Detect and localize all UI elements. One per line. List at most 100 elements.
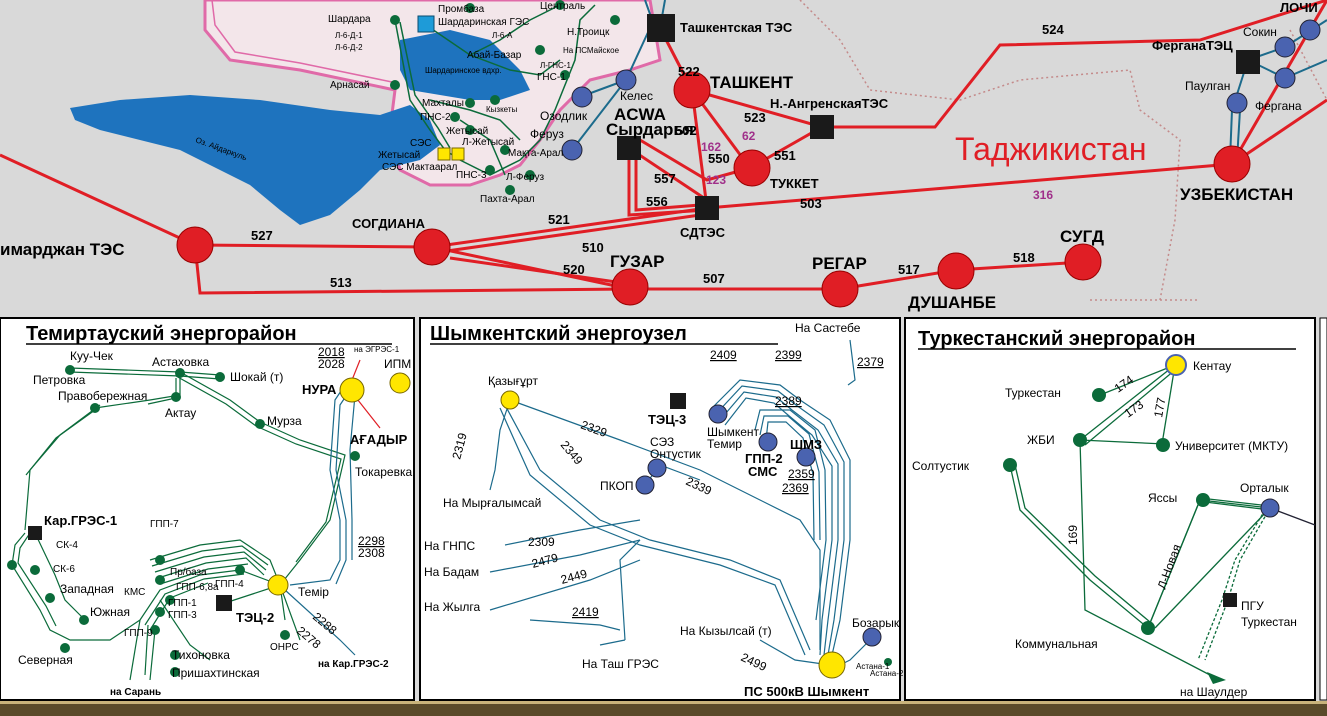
p2-ses-ont2: Онтустик	[650, 447, 702, 461]
station-kelec	[615, 69, 637, 91]
p2-2359: 2359	[788, 467, 815, 481]
p2-2419: 2419	[572, 605, 599, 619]
station-shymkent-temir	[708, 404, 728, 424]
station-nura	[339, 377, 365, 403]
station-kommun	[1141, 621, 1155, 635]
p2-namyr: На Мырғалымсай	[443, 496, 541, 510]
p1-agadyr: АҒАДЫР	[350, 432, 408, 447]
top-labels: имарджан ТЭС СОГДИАНА ГУЗАР РЕГАР ДУШАНБ…	[0, 0, 1318, 312]
p1-onrs: ОНРС	[270, 642, 299, 653]
label-ljetysai: Л-Жетысай	[462, 137, 514, 148]
station-gns1	[560, 70, 570, 80]
label-sdtes: СДТЭС	[680, 225, 726, 240]
station-syrdarya	[617, 136, 641, 160]
station-pns3	[485, 165, 495, 175]
line-510: 510	[582, 240, 604, 255]
panel-temirtau: Темиртауский энергорайон	[0, 317, 415, 701]
station-sugd	[1064, 243, 1102, 281]
label-n-angren: Н.-АнгренскаяТЭС	[770, 96, 889, 111]
p2-nakyzyl: На Кызылсай (т)	[680, 624, 772, 638]
p2-kazygurt: Қазығұрт	[488, 374, 538, 388]
station-temir	[267, 574, 289, 596]
p1-sk6: СК-6	[53, 564, 75, 575]
station-n-angren	[810, 115, 834, 139]
label-maktaaral: Мақта-Арал	[508, 148, 564, 159]
station-kazygurt	[500, 390, 520, 410]
panel-turkestan: Туркестанский энергорайон	[904, 317, 1327, 701]
station-tukket	[733, 149, 771, 187]
p3-nashaul: на Шаулдер	[1180, 685, 1248, 699]
p2-2369: 2369	[782, 481, 809, 495]
label-gns1: ГНС-1	[537, 72, 566, 83]
label-pns3: ПНС-3	[456, 170, 487, 181]
station-regar	[821, 270, 859, 308]
station-kyzyl	[490, 95, 500, 105]
p1-tec2: ТЭЦ-2	[236, 610, 274, 625]
station-tec3	[670, 393, 686, 409]
label-ntroitsk: Н.Троицк	[567, 27, 610, 38]
line-517: 517	[898, 262, 920, 277]
station-ps500	[818, 651, 846, 679]
p2-nazhylga: На Жылга	[424, 600, 480, 614]
line-520: 520	[563, 262, 585, 277]
p3-ortalyk: Орталык	[1240, 481, 1289, 495]
label-guzar: ГУЗАР	[610, 252, 664, 271]
shardara-reservoir	[400, 30, 530, 100]
p1-prbaza: Пр/база	[170, 566, 207, 578]
station-pgu	[1223, 593, 1237, 607]
p1-nakargres2: на Кар.ГРЭС-2	[318, 659, 389, 670]
label-paulgan: Паулган	[1185, 79, 1230, 93]
label-ozodlik: Озодлик	[540, 109, 588, 123]
label-l6d1: Л-6-Д-1	[335, 31, 363, 40]
label-talimarjan: имарджан ТЭС	[0, 240, 124, 259]
station-ferganatec	[1236, 50, 1260, 74]
p3-univ: Университет (МКТУ)	[1175, 439, 1288, 453]
line-502: 502	[675, 123, 697, 138]
station-feruz	[561, 139, 583, 161]
p1-gpp68: ГПП-6,8а	[176, 582, 219, 593]
station-talimarjan	[176, 226, 214, 264]
station-maktaaral	[500, 145, 510, 155]
p1-ipm: ИПМ	[384, 357, 411, 371]
station-mahtaly	[465, 98, 475, 108]
p1-zapad: Западная	[60, 582, 114, 596]
p3-yassy: Яссы	[1148, 491, 1177, 505]
p1-nura: НУРА	[302, 382, 337, 397]
line-556: 556	[646, 194, 668, 209]
label-abai: Абай-Базар	[467, 49, 522, 61]
label-acwa: ACWA	[614, 105, 666, 124]
border-dotted-2	[1289, 29, 1327, 101]
p2-2309: 2309	[528, 535, 555, 549]
label-regar: РЕГАР	[812, 254, 867, 273]
p2-ps500: ПС 500кВ Шымкент	[744, 684, 869, 699]
label-arnasai: Арнасай	[330, 80, 369, 91]
station-astana	[884, 658, 892, 666]
p3-zhbi: ЖБИ	[1027, 433, 1055, 447]
label-sogdiana: СОГДИАНА	[352, 216, 426, 231]
label-sokin: Сокин	[1243, 25, 1277, 39]
label-pns2: ПНС-2	[420, 112, 451, 123]
p1-murza: Мурза	[267, 414, 302, 428]
panel2-title: Шымкентский энергоузел	[430, 323, 687, 345]
label-jetysai: Жетысай	[446, 126, 488, 137]
p1-yuzh: Южная	[90, 605, 130, 619]
line-550: 550	[708, 151, 730, 166]
station-arnasai	[390, 80, 400, 90]
p2-nasast: На Састебе	[795, 321, 861, 335]
label-psmaiskoe: На ПСМайское	[563, 46, 620, 55]
p1-prish: Пришахтинская	[172, 666, 260, 680]
line-162: 162	[701, 140, 721, 154]
p2-shymtemir2: Темир	[707, 437, 742, 451]
station-lferuz	[525, 170, 535, 180]
p1-gpp9: ГПП-9	[124, 628, 153, 639]
station-dushanbe	[937, 252, 975, 290]
p2-astana2: Астана-2	[870, 669, 904, 678]
p3-pgu: ПГУ	[1241, 599, 1264, 613]
station-ortalyk	[1260, 498, 1280, 518]
label-kyzyl: Кызкеты	[486, 105, 518, 114]
bottom-band	[0, 703, 1327, 716]
aidarkul-lake	[70, 95, 440, 225]
p1-gpp3: ГПП-3	[168, 610, 197, 621]
label-fergana: Фергана	[1255, 99, 1302, 113]
bottom-band-top	[0, 701, 1327, 704]
